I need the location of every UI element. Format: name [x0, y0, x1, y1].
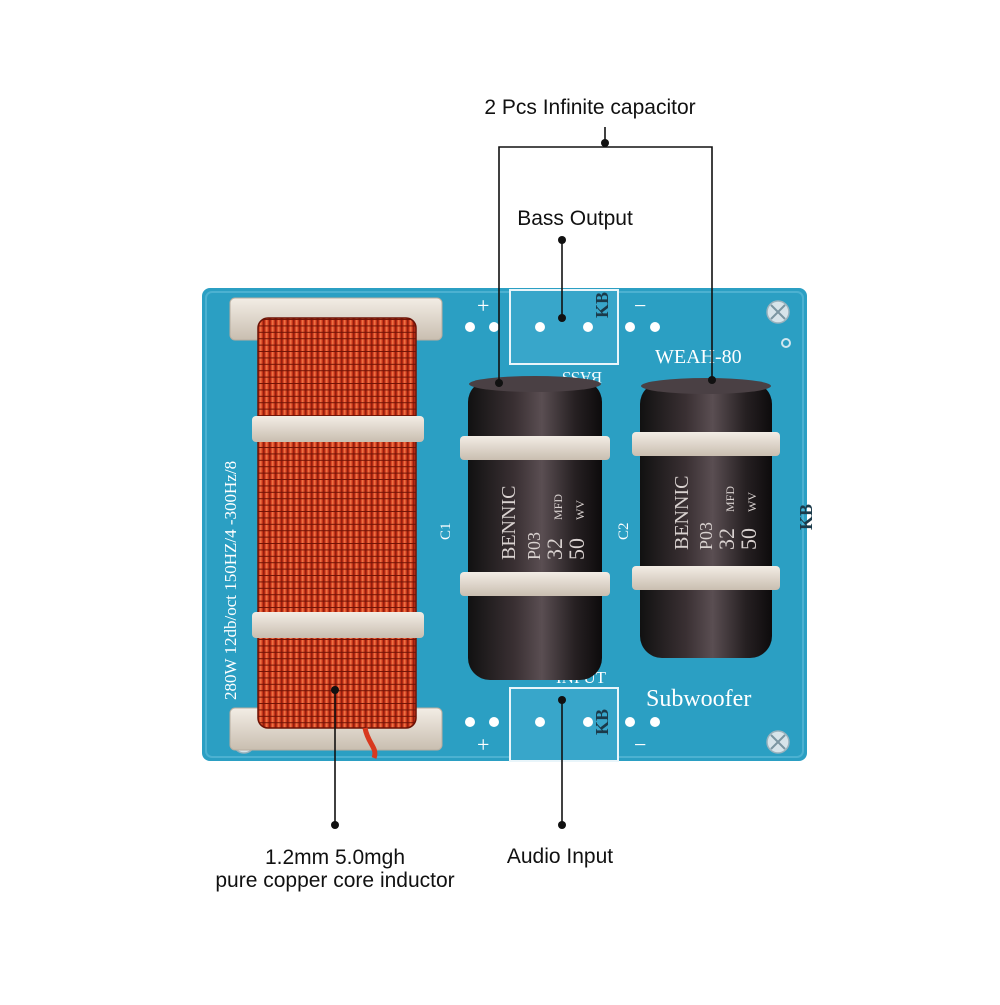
capacitor-brand-text: BENNIC	[671, 476, 693, 550]
c1-label: C1	[438, 522, 454, 540]
spec-label: 280W 12db/oct 150HZ/4 -300Hz/8	[221, 461, 240, 700]
capacitor-code-text: P03	[524, 532, 544, 560]
capacitor-capacitance-text: 32	[542, 538, 567, 560]
capacitor-voltage-text: 50	[736, 528, 761, 550]
product-label: Subwoofer	[646, 686, 751, 712]
kb-mark: KB	[796, 504, 816, 530]
leader-lines	[334, 127, 713, 825]
capacitor-voltage-text: 50	[564, 538, 589, 560]
minus-sign: −	[634, 732, 646, 757]
bass-output-terminal	[509, 289, 619, 365]
minus-sign: −	[634, 293, 646, 318]
inductor-coil	[229, 297, 443, 759]
capacitor-unit-text: MFD	[723, 486, 737, 512]
leader-dots	[331, 139, 716, 829]
capacitor-brand-text: BENNIC	[498, 486, 520, 560]
plus-sign: +	[477, 293, 489, 318]
model-label: WEAH-80	[655, 346, 742, 368]
capacitor-capacitance-text: 32	[714, 528, 739, 550]
capacitor-callout: 2 Pcs Infinite capacitor	[484, 96, 696, 119]
capacitor-voltage-unit-text: WV	[573, 500, 587, 520]
kb-mark: KB	[592, 709, 612, 735]
capacitor-c1: BENNIC P03 32 MFD 50 WV	[460, 376, 610, 680]
inductor-callout-line2: pure copper core inductor	[215, 869, 455, 892]
capacitor-unit-text: MFD	[551, 494, 565, 520]
c2-label: C2	[616, 522, 632, 540]
kb-mark: KB	[592, 292, 612, 318]
bass-output-callout: Bass Output	[517, 207, 633, 230]
capacitor-voltage-unit-text: WV	[745, 492, 759, 512]
audio-input-callout: Audio Input	[506, 845, 614, 868]
capacitor-code-text: P03	[696, 522, 716, 550]
inductor-callout-line1: 1.2mm 5.0mgh	[264, 846, 406, 869]
plus-sign: +	[477, 732, 489, 757]
capacitor-c2: BENNIC P03 32 MFD 50 WV	[632, 378, 780, 658]
